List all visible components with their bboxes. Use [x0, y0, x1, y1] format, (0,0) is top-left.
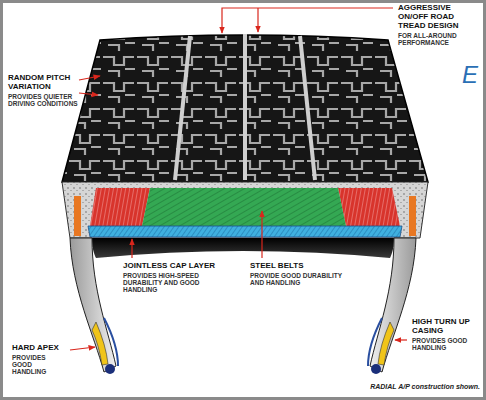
callout-body: PROVIDES QUIETER DRIVING CONDITIONS — [8, 93, 78, 108]
cap-layer — [88, 226, 402, 237]
steel-belts — [142, 188, 346, 226]
bead — [105, 364, 115, 374]
bead — [371, 364, 381, 374]
orange-strip — [74, 196, 81, 236]
tread — [62, 35, 428, 182]
tread-grooves — [175, 34, 315, 180]
apex — [378, 322, 394, 365]
red-layer — [90, 188, 150, 226]
partial-letter: E — [462, 62, 482, 89]
callout-heading: STEEL BELTS — [250, 262, 340, 271]
callout-heading: HIGH TURN UP CASING — [412, 318, 478, 336]
sidewall — [70, 238, 116, 372]
tire-interior — [92, 238, 394, 258]
callout-body: PROVIDES GOOD HANDLING — [412, 337, 478, 352]
apex — [92, 322, 108, 365]
callout-body: PROVIDE GOOD DURABILITY AND HANDLING — [250, 272, 342, 287]
red-layer — [338, 188, 400, 226]
leader-lines — [70, 8, 407, 350]
callout-heading: JOINTLESS CAP LAYER — [123, 262, 223, 271]
callout-body: PROVIDES GOOD HANDLING — [12, 354, 66, 376]
callout-heading: RANDOM PITCH VARIATION — [8, 74, 78, 92]
callout-heading: AGGRESSIVE ON/OFF ROAD TREAD DESIGN — [398, 4, 478, 31]
caption: RADIAL A/P construction shown. — [370, 383, 480, 391]
orange-strip — [409, 196, 416, 236]
rubber-section — [62, 182, 428, 238]
callout-heading: HARD APEX — [12, 344, 66, 353]
callout-body: PROVIDES HIGH-SPEED DURABILITY AND GOOD … — [123, 272, 228, 294]
sidewall — [370, 238, 416, 372]
callout-body: FOR ALL-AROUND PERFORMANCE — [398, 32, 478, 47]
